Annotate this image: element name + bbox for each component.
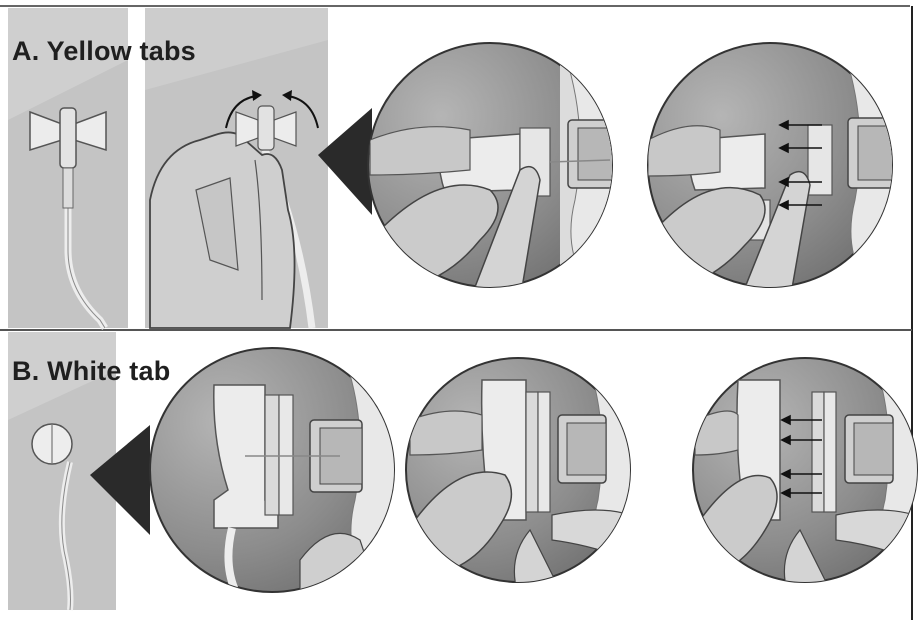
section-b-title: B. White tab (12, 358, 170, 385)
section-a-title: A. Yellow tabs (12, 38, 196, 65)
section-a-zoom-detail-2 (648, 40, 900, 300)
section-b-zoom-detail-3 (693, 355, 918, 600)
section-a-zoom-detail-1 (368, 40, 620, 300)
section-b-zoom-detail-1 (150, 345, 400, 600)
section-b-zoom-detail-2 (406, 355, 640, 600)
